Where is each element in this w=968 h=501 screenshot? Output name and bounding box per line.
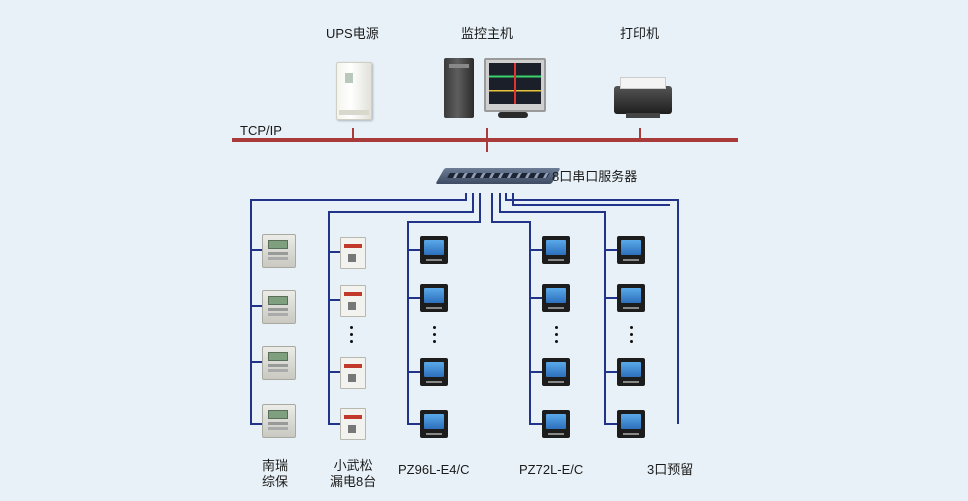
serial-server-icon bbox=[435, 168, 561, 184]
reserved-port-line-2 bbox=[512, 193, 670, 206]
leakage-breaker-icon bbox=[340, 408, 366, 440]
ups-icon bbox=[336, 62, 372, 120]
branch-label-line1: 3口预留 bbox=[647, 462, 694, 477]
branch-label-nari: 南瑞 综保 bbox=[262, 458, 288, 490]
power-meter-icon bbox=[617, 284, 645, 312]
branch-label-line1: 南瑞 bbox=[262, 458, 289, 473]
protection-relay-icon bbox=[262, 404, 296, 438]
power-meter-icon bbox=[420, 236, 448, 264]
power-meter-icon bbox=[542, 358, 570, 386]
branch-label-line2: 综保 bbox=[262, 474, 289, 489]
computer-monitor-icon bbox=[484, 58, 546, 112]
protection-relay-icon bbox=[262, 290, 296, 324]
ellipsis-icon bbox=[350, 326, 354, 347]
power-meter-icon bbox=[542, 410, 570, 438]
branch-label-line1: PZ72L-E/C bbox=[519, 462, 584, 477]
power-meter-icon bbox=[542, 284, 570, 312]
branch-label-breaker: 小武松 漏电8台 bbox=[330, 458, 376, 490]
branch-wire-nari bbox=[250, 193, 467, 425]
ups-label: UPS电源 bbox=[326, 26, 379, 41]
branch-label-line2: 漏电8台 bbox=[330, 474, 377, 489]
power-meter-icon bbox=[617, 236, 645, 264]
power-meter-icon bbox=[542, 236, 570, 264]
power-meter-icon bbox=[617, 410, 645, 438]
printer-icon bbox=[614, 77, 672, 118]
protection-relay-icon bbox=[262, 346, 296, 380]
ellipsis-icon bbox=[630, 326, 634, 347]
computer-tower-icon bbox=[444, 58, 474, 118]
branch-label-pz72: PZ72L-E/C bbox=[519, 462, 583, 478]
branch-label-pz96: PZ96L-E4/C bbox=[398, 462, 470, 478]
monitor-stand-icon bbox=[498, 112, 528, 118]
leakage-breaker-icon bbox=[340, 237, 366, 269]
reserved-port-line-1 bbox=[505, 193, 679, 424]
ellipsis-icon bbox=[555, 326, 559, 347]
branch-wire-reserved bbox=[499, 193, 617, 425]
branch-wire-breaker bbox=[328, 193, 474, 425]
tcpip-label: TCP/IP bbox=[240, 123, 282, 138]
branch-wire-pz96 bbox=[407, 193, 481, 425]
serial-server-label: 8口串口服务器 bbox=[552, 169, 638, 184]
branch-label-line1: 小武松 bbox=[333, 458, 373, 473]
leakage-breaker-icon bbox=[340, 285, 366, 317]
power-meter-icon bbox=[420, 410, 448, 438]
ellipsis-icon bbox=[433, 326, 437, 347]
host-label: 监控主机 bbox=[461, 26, 514, 41]
branch-label-line1: PZ96L-E4/C bbox=[398, 462, 470, 477]
power-meter-icon bbox=[420, 284, 448, 312]
branch-wire-pz72 bbox=[491, 193, 542, 425]
power-meter-icon bbox=[617, 358, 645, 386]
protection-relay-icon bbox=[262, 234, 296, 268]
branch-label-reserved: 3口预留 bbox=[647, 462, 693, 478]
power-meter-icon bbox=[420, 358, 448, 386]
leakage-breaker-icon bbox=[340, 357, 366, 389]
printer-label: 打印机 bbox=[620, 26, 660, 41]
